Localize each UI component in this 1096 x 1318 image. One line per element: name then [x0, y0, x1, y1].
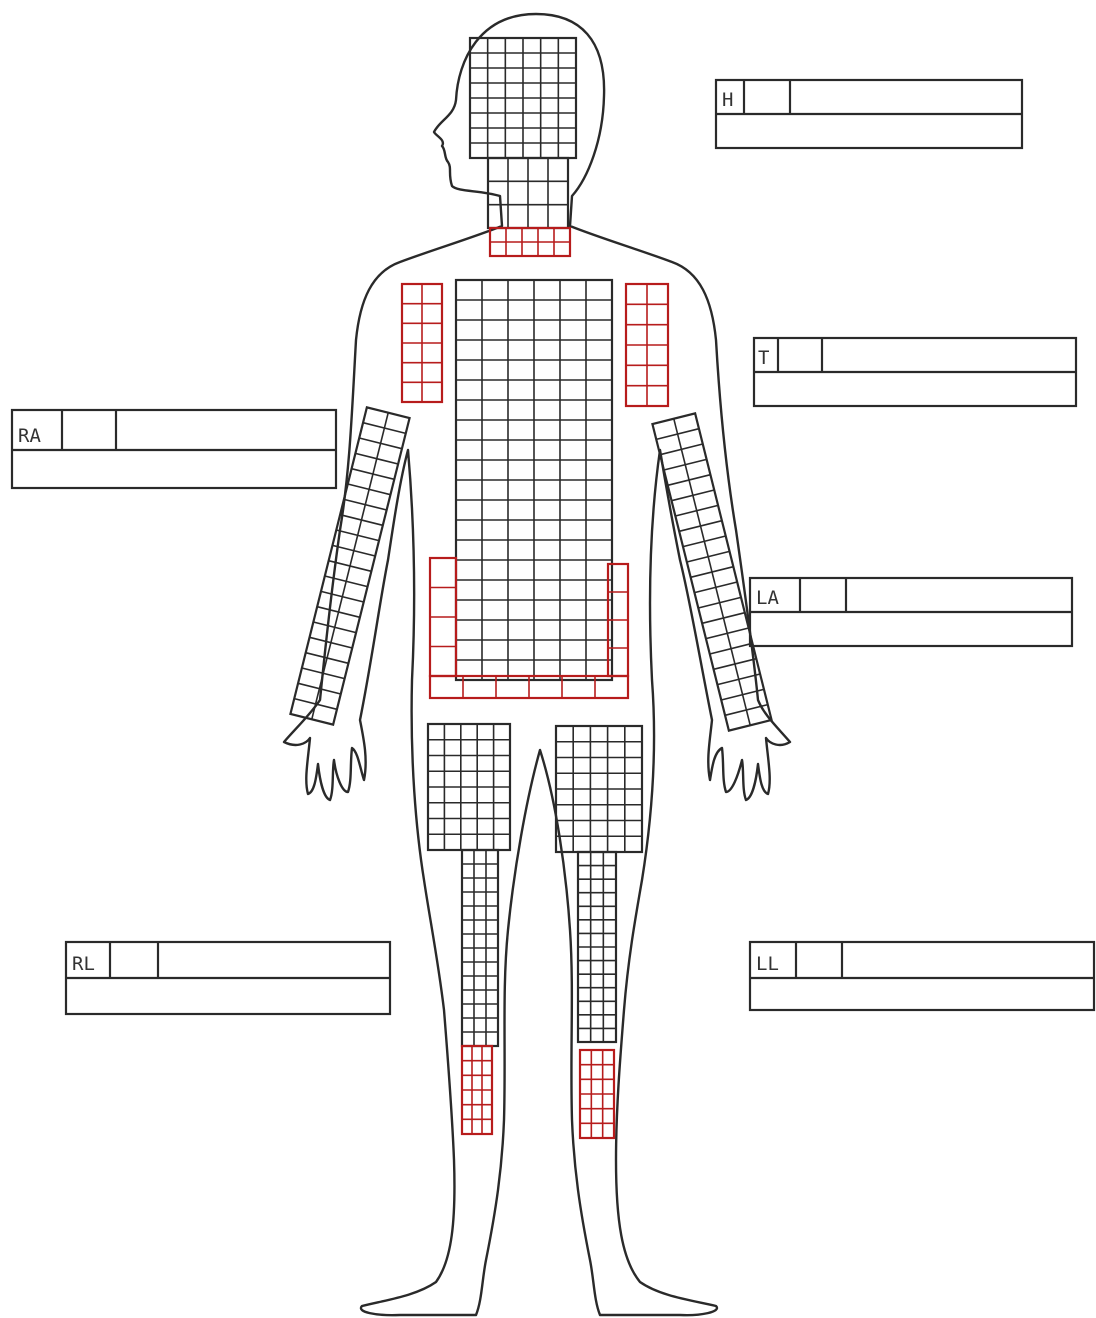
- grid-right-lower-leg: [462, 850, 498, 1046]
- grid-row-line: [325, 576, 368, 587]
- body-outline: [284, 14, 790, 1315]
- grid-row-line: [660, 444, 703, 455]
- box-T-label: T: [758, 347, 769, 369]
- grid-row-line: [694, 582, 737, 593]
- grid-trunk: [456, 280, 612, 680]
- grid-row-line: [313, 622, 356, 633]
- grid-head: [470, 38, 576, 158]
- box-LL[interactable]: [750, 942, 1094, 1010]
- grid-row-line: [683, 536, 726, 547]
- grid-row-line: [310, 637, 353, 648]
- grid-left-upper-leg: [556, 726, 642, 852]
- grid-left-lower-leg: [578, 852, 616, 1042]
- grid-row-line: [340, 515, 383, 526]
- grid-row-line: [355, 453, 398, 464]
- grid-row-line: [336, 530, 379, 541]
- box-H-label: H: [722, 89, 733, 111]
- grid-neck: [490, 228, 570, 256]
- grid-row-line: [352, 469, 395, 480]
- grid-row-line: [675, 505, 718, 516]
- grid-row-line: [714, 659, 757, 670]
- grid-left-shoulder: [626, 284, 668, 406]
- grid-row-line: [363, 423, 406, 434]
- box-LL-frame: [750, 942, 1094, 1010]
- box-RL[interactable]: [66, 942, 390, 1014]
- box-RA-label: RA: [18, 425, 41, 447]
- grid-right-foot: [462, 1046, 492, 1134]
- grid-row-line: [710, 643, 753, 654]
- grid-left-foot: [580, 1050, 614, 1138]
- grid-row-line: [664, 459, 707, 470]
- grid-row-line: [691, 567, 734, 578]
- grid-row-line: [717, 674, 760, 685]
- grid-right-shoulder: [402, 284, 442, 402]
- box-LL-label: LL: [756, 953, 779, 975]
- box-LA[interactable]: [750, 578, 1072, 646]
- grid-row-line: [656, 429, 699, 440]
- grid-row-line: [668, 475, 711, 486]
- box-T[interactable]: [754, 338, 1076, 406]
- box-LA-label: LA: [756, 587, 779, 609]
- grid-row-line: [672, 490, 715, 501]
- grid-row-line: [348, 484, 391, 495]
- grid-row-line: [317, 607, 360, 618]
- body-grids: [290, 38, 771, 1138]
- box-RA[interactable]: [12, 410, 336, 488]
- grid-row-line: [306, 653, 349, 664]
- grid-right-upper-leg: [428, 724, 510, 850]
- grid-row-line: [344, 499, 387, 510]
- box-H[interactable]: [716, 80, 1022, 148]
- grid-chin: [488, 158, 568, 228]
- grid-row-line: [332, 545, 375, 556]
- grid-row-line: [679, 521, 722, 532]
- grid-row-line: [321, 591, 364, 602]
- grid-row-line: [687, 551, 730, 562]
- grid-row-line: [706, 628, 749, 639]
- grid-row-line: [725, 705, 768, 716]
- grid-row-line: [298, 683, 341, 694]
- grid-right-buttock: [430, 558, 456, 676]
- grid-row-line: [702, 613, 745, 624]
- grid-row-line: [359, 438, 402, 449]
- box-RL-label: RL: [72, 953, 95, 975]
- grid-row-line: [698, 597, 741, 608]
- body-silhouette: [284, 14, 790, 1315]
- grid-left-arm: [652, 413, 771, 730]
